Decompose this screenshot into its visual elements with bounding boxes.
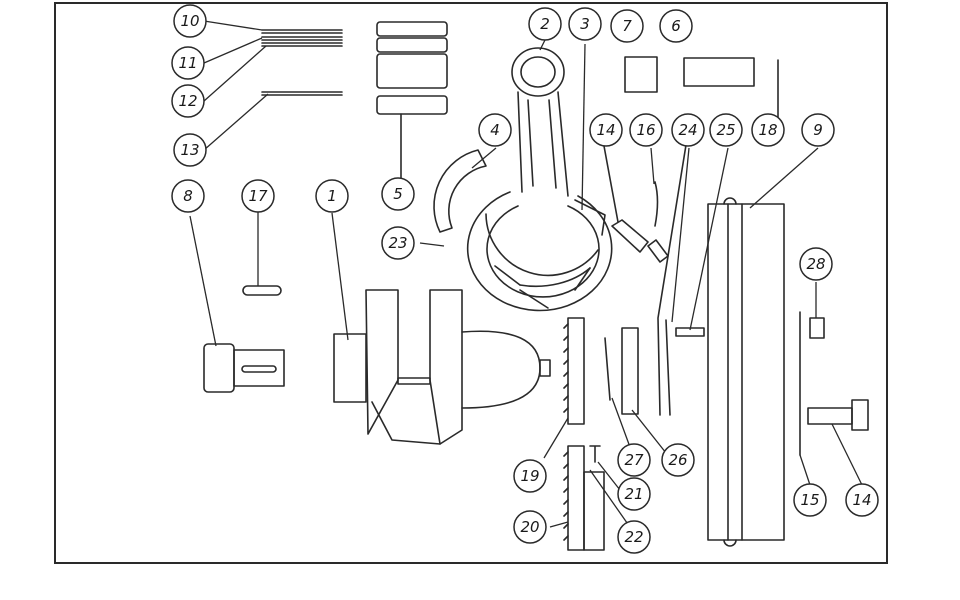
callout-number: 2: [540, 15, 550, 33]
callout-number: 17: [248, 187, 268, 205]
callout-number: 12: [178, 92, 197, 110]
drive-gear: [203, 343, 285, 393]
callout-circle: [381, 177, 415, 211]
callout-number: 5: [393, 185, 403, 203]
callout-number: 11: [178, 54, 197, 72]
leaf-spring: [657, 144, 705, 416]
callout-circle: [751, 113, 785, 147]
callout-circle: [589, 113, 623, 147]
callout-number: 7: [622, 17, 632, 35]
callout-number: 6: [671, 17, 681, 35]
callout-circle: [610, 9, 644, 43]
callout-circle: [171, 84, 205, 118]
timing-gear-small: [563, 445, 605, 551]
callout-circle: [568, 7, 602, 41]
crankshaft: [333, 289, 551, 445]
callout-circle: [171, 46, 205, 80]
callout-circle: [617, 520, 651, 554]
callout-circle: [617, 477, 651, 511]
callout-number: 4: [490, 121, 500, 139]
callout-number: 26: [668, 451, 687, 469]
callout-number: 14: [852, 491, 871, 509]
nut: [809, 317, 825, 339]
callout-number: 10: [180, 12, 199, 30]
connecting-rod: [466, 47, 613, 312]
callout-number: 24: [678, 121, 697, 139]
callout-circle: [173, 4, 207, 38]
leader-lines: [189, 20, 863, 531]
callout-circle: [617, 443, 651, 477]
callout-circle: [315, 179, 349, 213]
timing-gear-large: [563, 317, 585, 425]
flywheel: [707, 197, 785, 547]
callout-number: 9: [813, 121, 823, 139]
callout-circle: [241, 179, 275, 213]
callout-number: 8: [183, 187, 193, 205]
hex-bolt: [807, 399, 869, 431]
callout-circle: [845, 483, 879, 517]
callout-circle: [171, 179, 205, 213]
callout-circle: [709, 113, 743, 147]
bearing-shell: [433, 149, 487, 233]
rod-bolt: [603, 145, 669, 263]
callout-number: 23: [388, 234, 407, 252]
piston: [376, 21, 448, 179]
callout-circle: [671, 113, 705, 147]
callout-number: 13: [180, 141, 199, 159]
callout-number: 28: [806, 255, 825, 273]
diagram-frame: [54, 2, 888, 564]
callout-number: 25: [716, 121, 735, 139]
spacer-sleeve: [621, 327, 639, 415]
callout-circle: [173, 133, 207, 167]
callout-circle: [801, 113, 835, 147]
callout-circle: [381, 226, 415, 260]
piston-rings: [261, 29, 343, 47]
small-screw: [589, 445, 601, 463]
callout-circle: [799, 247, 833, 281]
callout-number: 21: [624, 485, 643, 503]
callout-number: 1: [327, 187, 337, 205]
callout-circle: [629, 113, 663, 147]
callout-circle: [661, 443, 695, 477]
callout-circle: [659, 9, 693, 43]
woodruff-key: [242, 285, 282, 296]
callout-number: 19: [520, 467, 539, 485]
callout-number: 22: [624, 528, 643, 546]
callout-number: 20: [520, 518, 539, 536]
callout-circle: [513, 459, 547, 493]
part-block-6: [683, 57, 755, 87]
part-block-7: [624, 56, 658, 93]
callout-circle: [478, 113, 512, 147]
callout-number: 27: [624, 451, 644, 469]
callout-number: 14: [596, 121, 615, 139]
callout-circle: [528, 7, 562, 41]
thrust-washer: [604, 337, 611, 401]
callout-number: 3: [580, 15, 590, 33]
callout-circle: [513, 510, 547, 544]
callout-number: 15: [800, 491, 819, 509]
callout-number: 16: [636, 121, 655, 139]
callout-number: 18: [758, 121, 777, 139]
callout-circle: [793, 483, 827, 517]
oil-ring: [261, 91, 343, 96]
